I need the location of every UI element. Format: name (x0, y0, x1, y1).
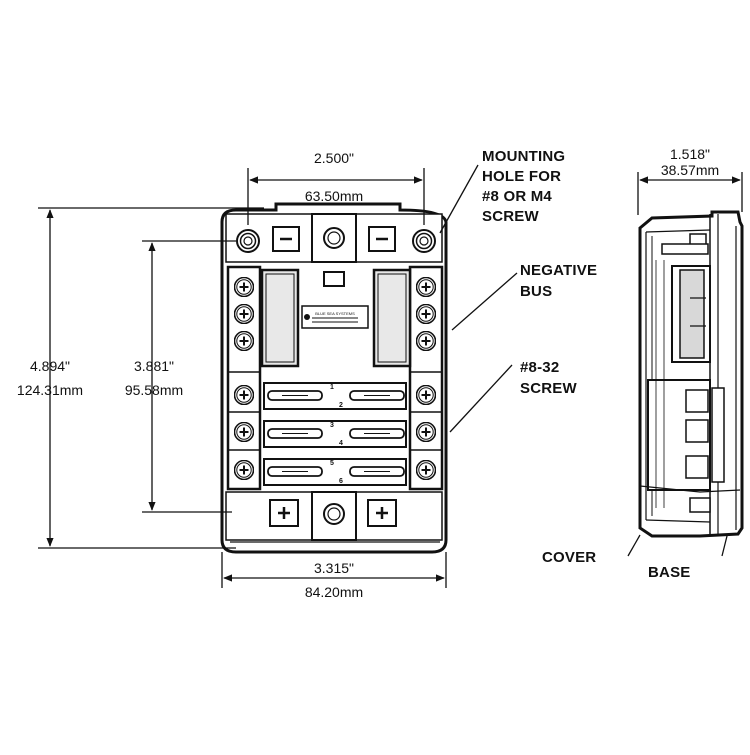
fuse-number-1: 1 (330, 384, 334, 391)
callout-base: BASE (648, 564, 690, 581)
width-mm: 84.20mm (305, 584, 363, 600)
screw (416, 385, 436, 405)
screw (234, 304, 254, 324)
front-view: BLUE SEA SYSTEMS 1 2 3 4 5 6 (220, 202, 448, 554)
screw (234, 331, 254, 351)
depth-inch: 1.518" (670, 146, 710, 162)
negative-bus-bar-left (260, 268, 300, 368)
callout-screw-line2: SCREW (520, 380, 577, 397)
screw (234, 277, 254, 297)
callout-cover: COVER (542, 549, 596, 566)
mounting-hole-top-left (236, 229, 260, 253)
callout-mounting-hole-line3: #8 OR M4 (482, 188, 552, 205)
callout-mounting-hole-line2: HOLE FOR (482, 168, 561, 185)
hole-vertical-inch: 3.881" (134, 358, 174, 374)
mounting-hole-top-right (412, 229, 436, 253)
callout-leaders (439, 164, 729, 557)
screw (234, 385, 254, 405)
hole-spacing-inch: 2.500" (314, 150, 354, 166)
callout-screw-line1: #8-32 (520, 359, 559, 376)
brand-text: BLUE SEA SYSTEMS (315, 311, 355, 316)
screw (234, 460, 254, 480)
callout-mounting-hole-line4: SCREW (482, 208, 539, 225)
width-inch: 3.315" (314, 560, 354, 576)
callout-negative-bus-line2: BUS (520, 283, 552, 300)
fuse-number-6: 6 (339, 478, 343, 485)
negative-bus-bar-right (372, 268, 412, 368)
screw (234, 422, 254, 442)
top-center-screw (323, 227, 345, 249)
plus-sign-left (278, 507, 290, 519)
screw (416, 422, 436, 442)
screw (416, 331, 436, 351)
screw (416, 460, 436, 480)
left-terminal-column (226, 265, 262, 491)
dimension-lines (38, 168, 743, 588)
indicator-led (323, 271, 345, 287)
screw (416, 277, 436, 297)
fuse-number-3: 3 (330, 422, 334, 429)
fuse-number-5: 5 (330, 460, 334, 467)
brand-plate (301, 305, 369, 329)
height-mm: 124.31mm (17, 382, 83, 398)
screw (416, 304, 436, 324)
right-terminal-column (408, 265, 444, 491)
side-view (638, 210, 744, 538)
plus-sign-right (376, 507, 388, 519)
callout-mounting-hole-line1: MOUNTING (482, 148, 565, 165)
hole-spacing-mm: 63.50mm (305, 188, 363, 204)
callout-negative-bus-line1: NEGATIVE (520, 262, 597, 279)
height-inch: 4.894" (30, 358, 70, 374)
fuse-number-4: 4 (339, 440, 343, 447)
hole-vertical-mm: 95.58mm (125, 382, 183, 398)
bottom-center-screw (323, 503, 345, 525)
fuse-number-2: 2 (339, 402, 343, 409)
depth-mm: 38.57mm (661, 162, 719, 178)
